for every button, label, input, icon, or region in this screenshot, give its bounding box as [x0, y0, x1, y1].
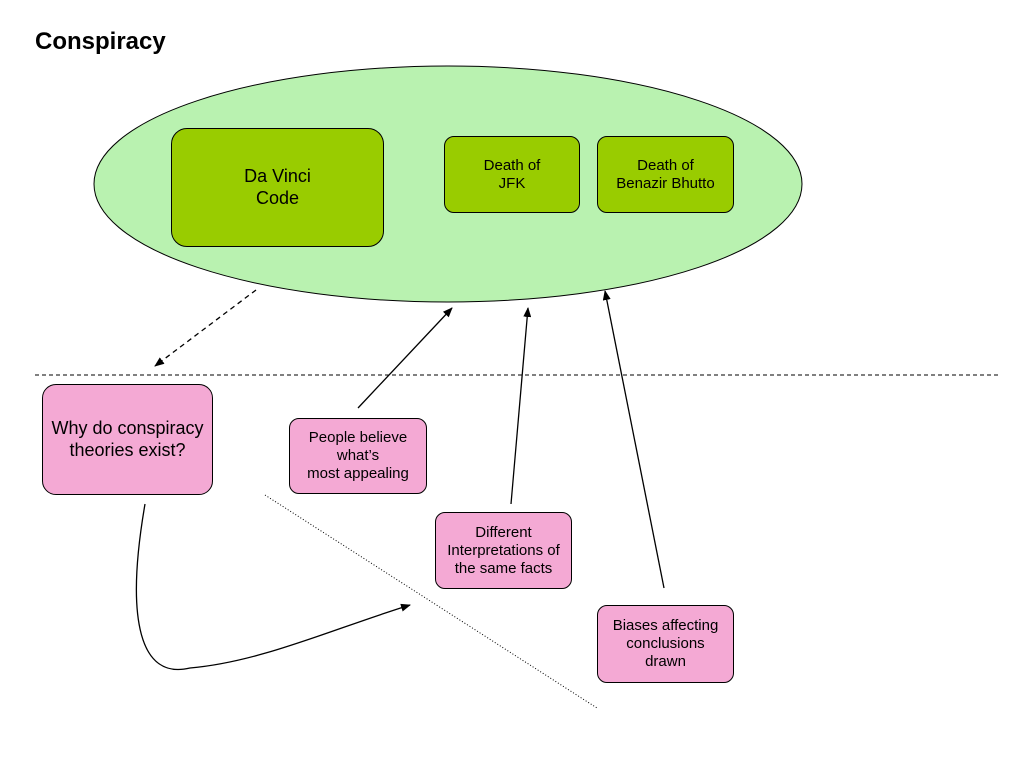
arrow-appealing-to-ellipse: [357, 307, 453, 409]
reason-box-different-interpretations: Different Interpretations of the same fa…: [435, 512, 572, 589]
example-box-death-of-jfk: Death of JFK: [444, 136, 580, 213]
example-label-da-vinci-code: Da Vinci Code: [244, 165, 311, 208]
question-label: Why do conspiracy theories exist?: [51, 417, 204, 460]
example-box-da-vinci-code: Da Vinci Code: [171, 128, 384, 247]
example-label-death-of-benazir-bhutto: Death of Benazir Bhutto: [616, 156, 715, 192]
arrow-interpretations-to-ellipse: [510, 307, 532, 505]
page-title: Conspiracy: [35, 28, 166, 55]
reason-label-most-appealing: People believe what’s most appealing: [307, 429, 409, 482]
reason-label-different-interpretations: Different Interpretations of the same fa…: [447, 523, 560, 577]
question-box-why-conspiracy-theories: Why do conspiracy theories exist?: [42, 384, 213, 495]
reason-label-biases: Biases affecting conclusions drawn: [612, 617, 719, 670]
curved-arrow-from-question: [135, 503, 411, 671]
example-box-death-of-benazir-bhutto: Death of Benazir Bhutto: [597, 136, 734, 213]
example-label-death-of-jfk: Death of JFK: [483, 156, 541, 192]
reason-box-biases: Biases affecting conclusions drawn: [597, 605, 734, 683]
arrow-biases-to-ellipse: [602, 290, 665, 589]
reason-box-most-appealing: People believe what’s most appealing: [289, 418, 427, 494]
dashed-arrow-to-question: [154, 289, 257, 367]
